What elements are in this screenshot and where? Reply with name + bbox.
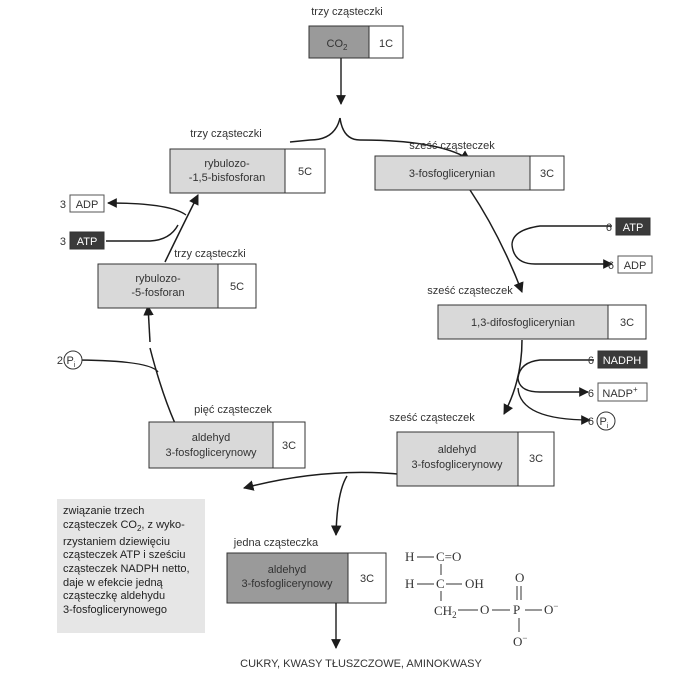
pga-caption: sześć cząsteczek xyxy=(409,140,495,152)
svg-text:ADP: ADP xyxy=(76,199,99,211)
svg-text:P: P xyxy=(513,602,520,617)
svg-text:Pi: Pi xyxy=(600,416,609,430)
note-line: rzystaniem dziewięciu xyxy=(63,535,170,548)
svg-text:NADP+: NADP+ xyxy=(602,385,638,400)
g3p-out-caption: jedna cząsteczka xyxy=(233,537,319,549)
svg-text:6: 6 xyxy=(608,260,614,272)
co2-box: CO2 1C xyxy=(308,25,404,59)
ru5p-caption: trzy cząsteczki xyxy=(174,248,246,260)
svg-text:H: H xyxy=(405,576,414,591)
g3p-left-caption: pięć cząsteczek xyxy=(194,404,272,416)
g3p-right-name-2: 3-fosfoglicerynowy xyxy=(411,459,503,471)
svg-text:O: O xyxy=(515,570,524,585)
nadp-right: 6 NADP+ xyxy=(588,382,648,402)
svg-text:6: 6 xyxy=(588,355,594,367)
g3p-right-name-1: aldehyd xyxy=(438,444,477,456)
svg-text:O−: O− xyxy=(513,633,527,649)
g3p-out-carbons: 3C xyxy=(360,573,374,585)
note-line: cząsteczek CO2, z wyko- xyxy=(63,518,185,533)
rubp-carbons: 5C xyxy=(298,166,312,178)
svg-text:3: 3 xyxy=(60,236,66,248)
svg-text:NADPH: NADPH xyxy=(603,355,642,367)
g3p-structure: H C=O H C OH CH2 O P O O− O− xyxy=(405,549,558,649)
bpga-carbons: 3C xyxy=(620,317,634,329)
nadph-right: 6 NADPH xyxy=(588,350,648,369)
rubp-caption: trzy cząsteczki xyxy=(190,128,262,140)
adp-right: 6 ADP xyxy=(608,255,653,274)
svg-text:6: 6 xyxy=(588,416,594,428)
note-line: daje w efekcie jedną xyxy=(63,576,163,589)
atp-right: 6 ATP xyxy=(606,217,651,236)
svg-text:C: C xyxy=(436,576,445,591)
g3p-left-box: aldehyd 3-fosfoglicerynowy 3C xyxy=(148,421,306,469)
bpga-box: 1,3-difosfoglicerynian 3C xyxy=(437,304,647,340)
svg-text:6: 6 xyxy=(606,222,612,234)
ru5p-name-2: -5-fosforan xyxy=(131,287,184,299)
svg-text:6: 6 xyxy=(588,388,594,400)
g3p-left-name-2: 3-fosfoglicerynowy xyxy=(165,447,257,459)
note-line: cząsteczek NADPH netto, xyxy=(63,563,190,575)
note-line: związanie trzech xyxy=(63,505,145,517)
co2-label: CO2 xyxy=(327,38,349,52)
g3p-out-name-2: 3-fosfoglicerynowy xyxy=(241,578,333,590)
g3p-right-carbons: 3C xyxy=(529,453,543,465)
note-line: cząsteczek ATP i sześciu xyxy=(63,549,186,562)
note-line: cząsteczkę aldehydu xyxy=(63,590,166,603)
svg-text:O: O xyxy=(480,602,489,617)
pga-carbons: 3C xyxy=(540,168,554,180)
adp-left: 3 ADP xyxy=(60,194,105,213)
co2-carbons: 1C xyxy=(379,38,393,50)
g3p-left-name-1: aldehyd xyxy=(192,432,231,444)
svg-text:ATP: ATP xyxy=(77,236,98,248)
products-label: CUKRY, KWASY TŁUSZCZOWE, AMINOKWASY xyxy=(240,658,482,670)
svg-text:O−: O− xyxy=(544,601,558,617)
rubp-box: rybulozo- -1,5-bisfosforan 5C xyxy=(169,148,326,194)
svg-text:3: 3 xyxy=(60,199,66,211)
svg-text:2: 2 xyxy=(57,355,63,367)
rubp-name-2: -1,5-bisfosforan xyxy=(189,172,265,184)
g3p-right-box: aldehyd 3-fosfoglicerynowy 3C xyxy=(396,431,555,487)
ru5p-name-1: rybulozo- xyxy=(135,273,181,285)
co2-caption: trzy cząsteczki xyxy=(311,6,383,18)
right-cofactor-arrows xyxy=(511,225,613,425)
g3p-left-carbons: 3C xyxy=(282,440,296,452)
svg-text:CH2: CH2 xyxy=(434,603,457,620)
g3p-right-caption: sześć cząsteczek xyxy=(389,412,475,424)
left-cofactor-arrows xyxy=(69,198,187,373)
rubp-name-1: rybulozo- xyxy=(204,158,250,170)
svg-text:ATP: ATP xyxy=(623,222,644,234)
pi-left: 2 Pi xyxy=(57,350,83,370)
g3p-out-box: aldehyd 3-fosfoglicerynowy 3C xyxy=(226,552,387,604)
svg-text:ADP: ADP xyxy=(624,260,647,272)
bpga-caption: sześć cząsteczek xyxy=(427,285,513,297)
pi-right: 6 Pi xyxy=(588,411,616,431)
atp-left: 3 ATP xyxy=(60,231,105,250)
pga-name: 3-fosfoglicerynian xyxy=(409,168,495,180)
svg-text:Pi: Pi xyxy=(67,355,76,369)
g3p-out-name-1: aldehyd xyxy=(268,564,307,576)
pga-box: 3-fosfoglicerynian 3C xyxy=(374,155,565,191)
note-line: 3-fosfoglicerynowego xyxy=(63,604,167,617)
svg-text:C=O: C=O xyxy=(436,549,461,564)
ru5p-box: rybulozo- -5-fosforan 5C xyxy=(97,263,257,309)
svg-text:H: H xyxy=(405,549,414,564)
ru5p-carbons: 5C xyxy=(230,281,244,293)
summary-note: związanie trzech cząsteczek CO2, z wyko-… xyxy=(57,499,205,633)
svg-text:OH: OH xyxy=(465,576,484,591)
bpga-name: 1,3-difosfoglicerynian xyxy=(471,317,575,329)
